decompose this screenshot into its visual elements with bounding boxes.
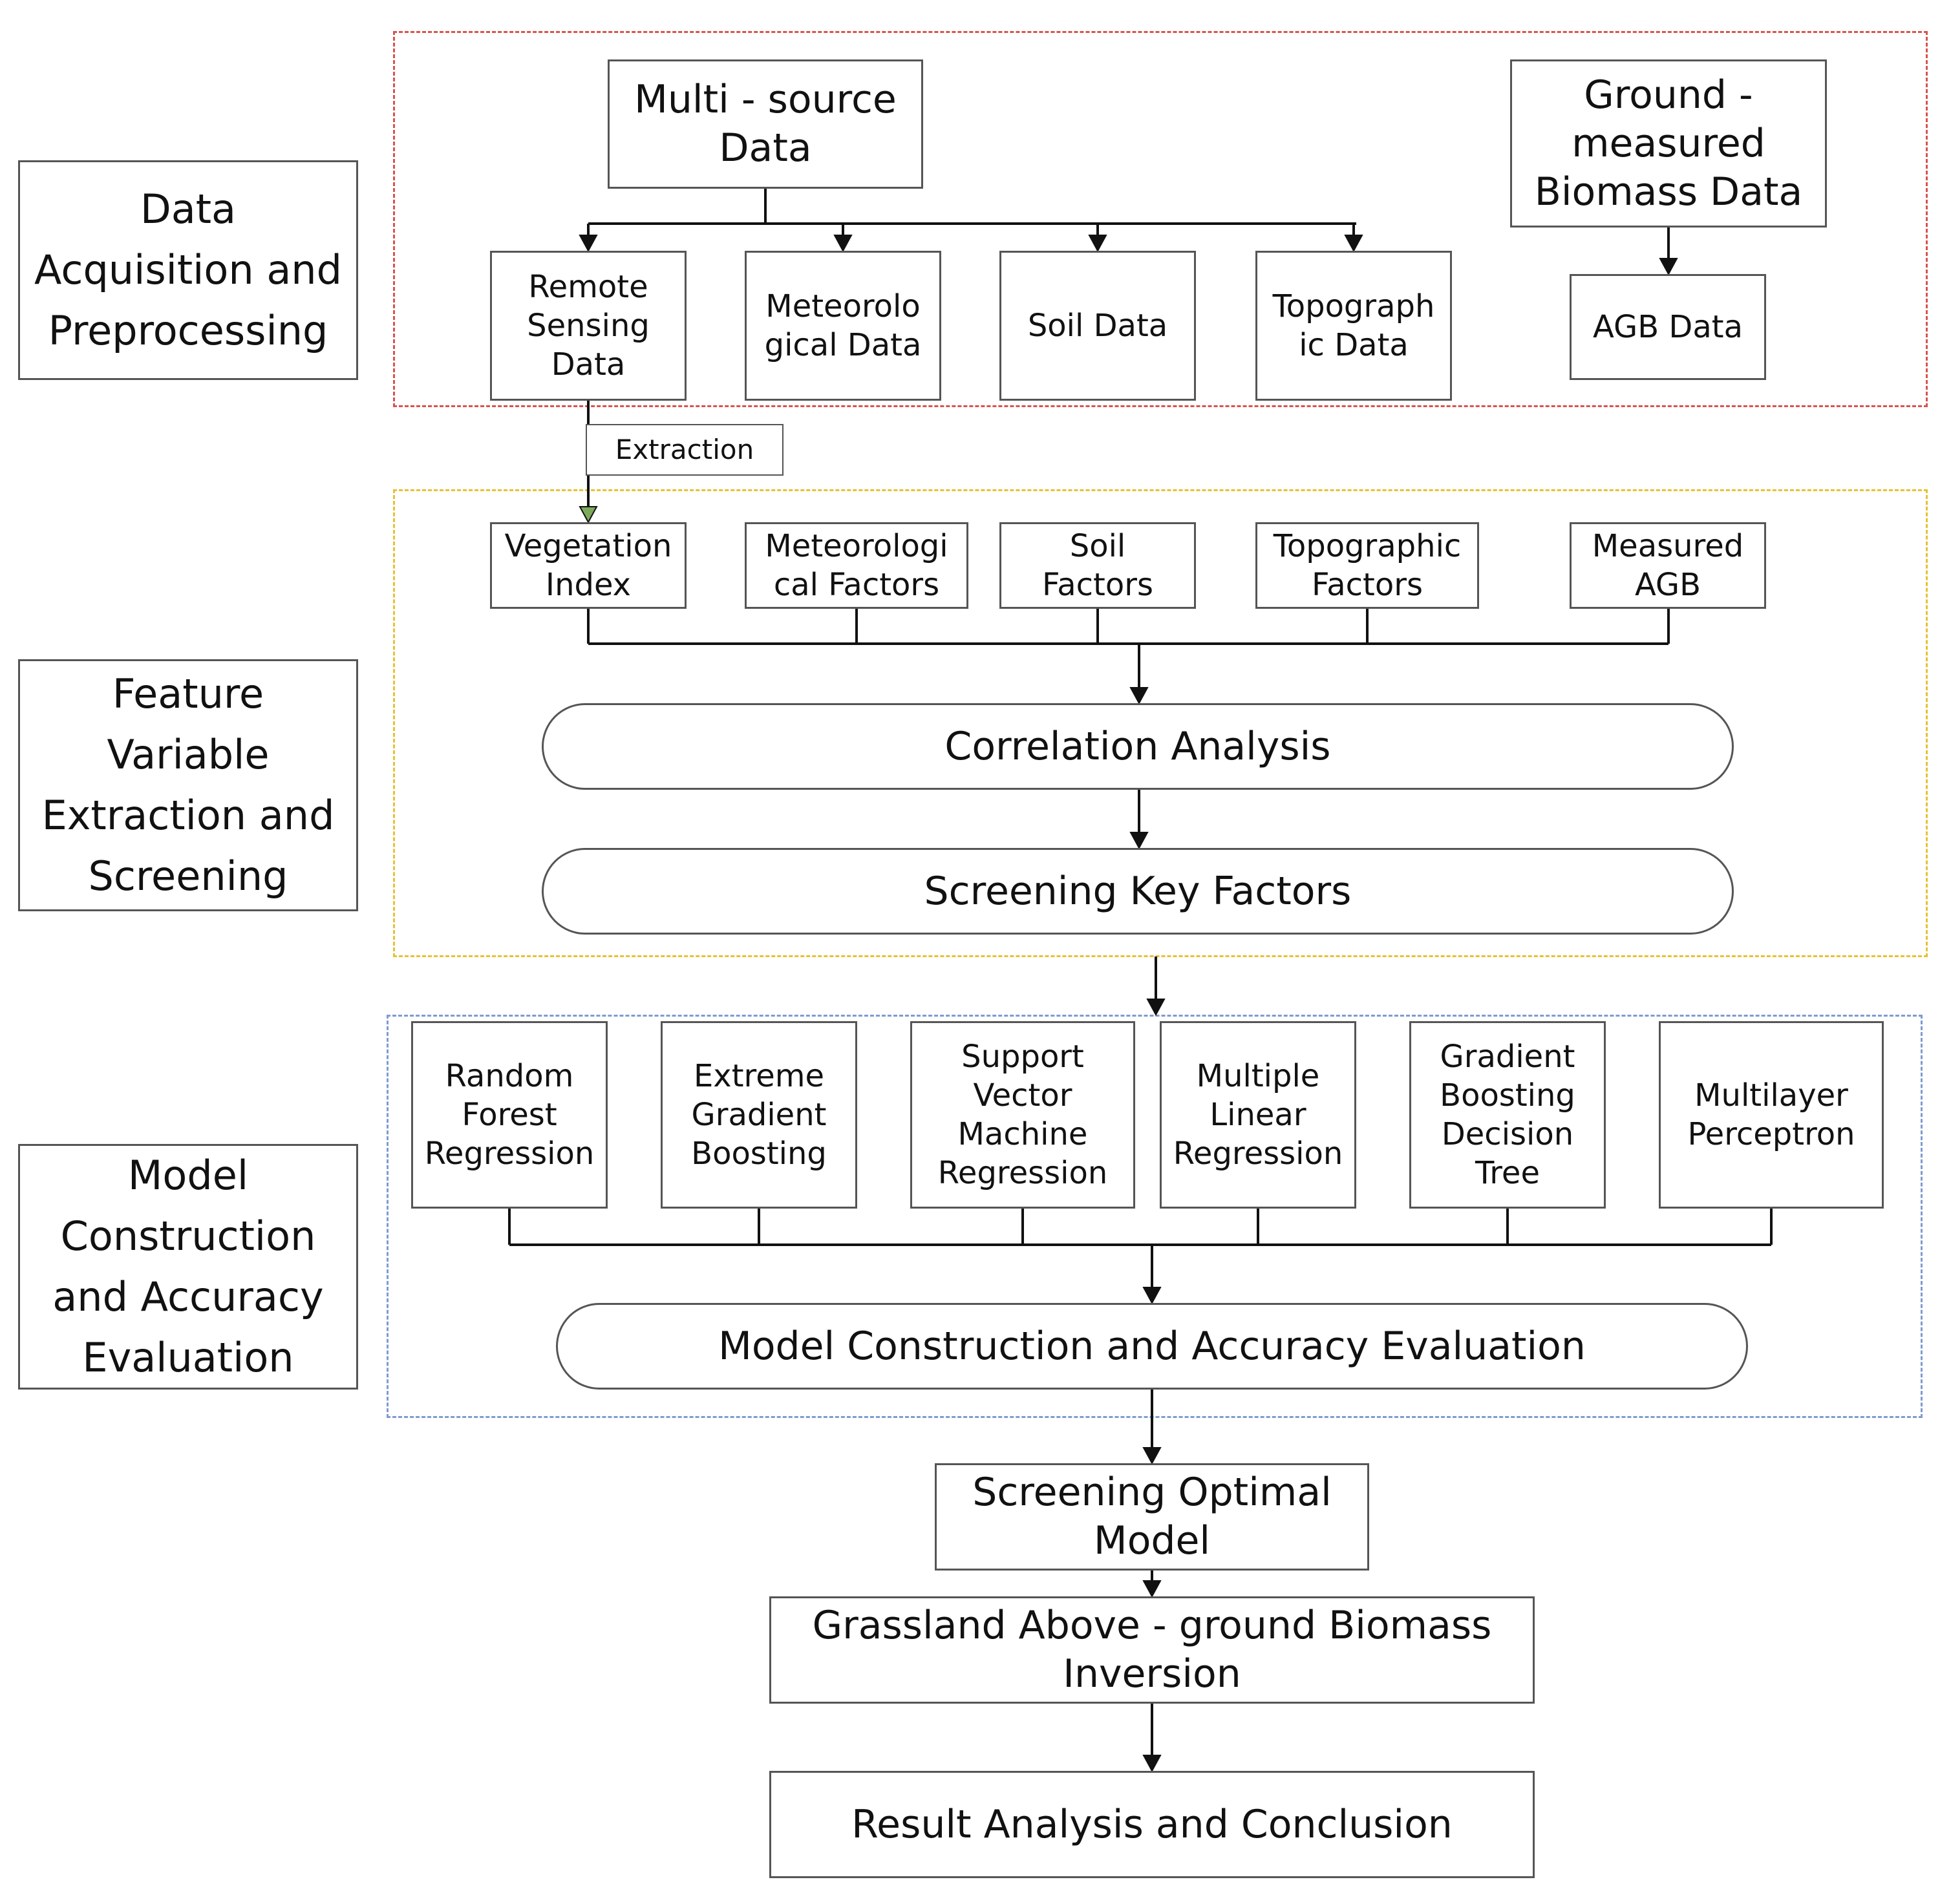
correlation-analysis-text: Correlation Analysis [944,723,1331,769]
evaluation-to-optimal-arrow-head [1142,1447,1162,1465]
screening-key-factors-box: Screening Key Factors [542,848,1734,935]
gradient-boosting-decision-tree-box: Gradient Boosting Decision Tree [1409,1021,1606,1209]
multi-source-data-box: Multi - source Data [608,59,923,189]
meteorological-factors-box: Meteorologi cal Factors [745,522,968,609]
source-arrow-0-head [579,235,598,253]
meteorological-data-text: Meteorolo gical Data [764,288,922,363]
ground-measured-biomass-text: Ground - measured Biomass Data [1534,72,1803,215]
multilayer-perceptron-box: Multilayer Perceptron [1659,1021,1884,1209]
stage-label-acquisition: Data Acquisition and Preprocessing [18,160,358,380]
correlation-analysis-box: Correlation Analysis [542,703,1734,790]
topographic-factors-box: Topographic Factors [1255,522,1479,609]
extreme-gradient-boosting-text: Extreme Gradient Boosting [691,1058,827,1172]
result-analysis-conclusion-text: Result Analysis and Conclusion [851,1801,1453,1847]
ground-to-agb-arrow-head [1659,258,1678,276]
result-analysis-conclusion-box: Result Analysis and Conclusion [769,1771,1535,1878]
remote-sensing-data-text: Remote Sensing Data [527,269,650,383]
support-vector-machine-regression-box: Support Vector Machine Regression [910,1021,1135,1209]
correlation-to-screening-arrow-head [1129,832,1149,850]
stage-label-model: Model Construction and Accuracy Evaluati… [18,1144,358,1390]
vegetation-index-text: Vegetation Index [504,528,672,603]
screening-to-models-arrow-head [1146,999,1166,1017]
multiple-linear-regression-box: Multiple Linear Regression [1160,1021,1356,1209]
agb-data-box: AGB Data [1570,274,1766,380]
extraction-label: Extraction [586,424,783,476]
acquisition-region [393,31,1928,407]
source-arrow-2-head [1088,235,1107,253]
feature-region [393,489,1928,957]
model-construction-evaluation-text: Model Construction and Accuracy Evaluati… [718,1323,1586,1369]
soil-data-box: Soil Data [999,251,1196,401]
extreme-gradient-boosting-box: Extreme Gradient Boosting [661,1021,857,1209]
grassland-biomass-inversion-text: Grassland Above - ground Biomass Inversi… [812,1603,1492,1697]
model-region [387,1015,1923,1418]
stage-label-model-text: Model Construction and Accuracy Evaluati… [52,1151,324,1382]
models-to-evaluation-arrow-head [1142,1287,1162,1305]
gradient-boosting-decision-tree-text: Gradient Boosting Decision Tree [1440,1039,1575,1191]
extraction-arrowhead [579,506,598,524]
soil-data-text: Soil Data [1027,308,1168,344]
soil-factors-box: Soil Factors [999,522,1196,609]
stage-label-feature-text: Feature Variable Extraction and Screenin… [41,670,335,900]
random-forest-regression-box: Random Forest Regression [411,1021,608,1209]
screening-optimal-model-box: Screening Optimal Model [935,1463,1369,1571]
meteorological-factors-text: Meteorologi cal Factors [765,528,948,603]
vegetation-index-box: Vegetation Index [490,522,687,609]
grassland-biomass-inversion-box: Grassland Above - ground Biomass Inversi… [769,1596,1535,1704]
source-arrow-1-head [833,235,853,253]
measured-agb-text: Measured AGB [1592,528,1744,603]
screening-optimal-model-text: Screening Optimal Model [972,1470,1332,1563]
remote-sensing-data-box: Remote Sensing Data [490,251,687,401]
multi-source-data-text: Multi - source Data [634,77,897,171]
multilayer-perceptron-text: Multilayer Perceptron [1687,1077,1855,1152]
screening-key-factors-text: Screening Key Factors [924,868,1352,914]
agb-data-text: AGB Data [1593,309,1743,345]
measured-agb-box: Measured AGB [1570,522,1766,609]
multiple-linear-regression-text: Multiple Linear Regression [1173,1058,1343,1172]
inversion-to-conclusion-arrow-head [1142,1755,1162,1773]
factors-to-correlation-arrow-head [1129,687,1149,705]
topographic-data-box: Topograph ic Data [1255,251,1452,401]
soil-factors-text: Soil Factors [1042,528,1153,603]
source-arrow-3-head [1344,235,1363,253]
optimal-to-inversion-arrow-head [1142,1580,1162,1598]
topographic-factors-text: Topographic Factors [1273,528,1462,603]
random-forest-regression-text: Random Forest Regression [424,1058,595,1172]
ground-measured-biomass-box: Ground - measured Biomass Data [1510,59,1827,227]
stage-label-acquisition-text: Data Acquisition and Preprocessing [34,185,342,355]
extraction-label-text: Extraction [615,433,754,465]
support-vector-machine-regression-text: Support Vector Machine Regression [937,1039,1108,1191]
topographic-data-text: Topograph ic Data [1272,288,1435,363]
stage-label-feature: Feature Variable Extraction and Screenin… [18,659,358,911]
meteorological-data-box: Meteorolo gical Data [745,251,941,401]
model-construction-evaluation-box: Model Construction and Accuracy Evaluati… [556,1303,1748,1390]
